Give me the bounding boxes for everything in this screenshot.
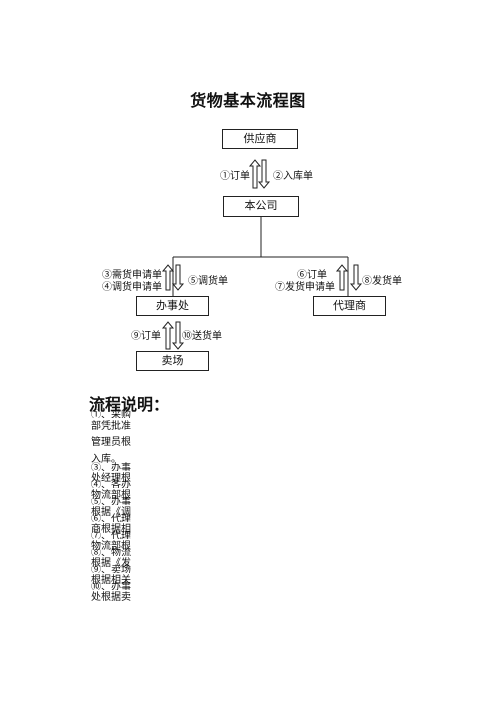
note-line: 部凭批准 (91, 421, 131, 432)
note-line: 处经理根 (91, 473, 131, 484)
edge-label-order-1: ①订单 (220, 171, 250, 182)
office-node: 办事处 (136, 296, 209, 316)
page-title: 货物基本流程图 (190, 91, 306, 110)
supplier-node: 供应商 (222, 129, 298, 149)
note-line: ⑧、物流 (91, 548, 131, 556)
note-line: 根据《发 (91, 558, 131, 569)
note-line: 入库。 (91, 454, 121, 465)
store-order-up-arrow (161, 321, 175, 350)
edge-label-order-6: ⑥订单 (297, 270, 327, 281)
edge-label-order-9: ⑨订单 (131, 331, 161, 342)
notes-heading: 流程说明： (89, 395, 170, 414)
note-line: ⑦、代理 (91, 531, 131, 539)
note-line: 物流部根 (91, 490, 131, 501)
note-line: ⑤、办事 (91, 497, 131, 505)
note-line: 根据《调 (91, 507, 131, 518)
edge-label-receipt-2: ②入库单 (273, 171, 313, 182)
edge-label-transfer-request-4: ④调货申请单 (102, 282, 162, 293)
note-line: 物流部根 (91, 541, 131, 552)
request-up-arrow (161, 264, 175, 291)
store-node: 卖场 (136, 351, 209, 371)
order-up-arrow (248, 159, 262, 189)
shipment-down-arrow (349, 264, 363, 291)
edge-label-delivery-10: ⑩送货单 (182, 331, 222, 342)
edge-label-shipment-request-7: ⑦发货申请单 (275, 282, 335, 293)
note-line: 处根据卖 (91, 592, 131, 603)
edge-label-transfer-5: ⑤调货单 (188, 276, 228, 287)
edge-label-shipment-8: ⑧发货单 (362, 276, 402, 287)
note-line: 管理员根 (91, 437, 131, 448)
note-line: ④、各办 (91, 480, 131, 488)
note-line: ③、办事 (91, 463, 131, 471)
transfer-down-arrow (171, 264, 185, 291)
note-line: 商根据相 (91, 524, 131, 535)
note-line: ⑩、办事 (91, 582, 131, 590)
note-line: ⑨、卖场 (91, 565, 131, 573)
receipt-down-arrow (257, 159, 271, 189)
delivery-down-arrow (171, 321, 185, 350)
company-node: 本公司 (223, 196, 299, 217)
agent-node: 代理商 (313, 296, 386, 316)
edge-label-demand-3: ③需货申请单 (102, 270, 162, 281)
note-line: 根据相关 (91, 575, 131, 586)
note-line: ①、采购 (91, 410, 131, 418)
agent-order-up-arrow (335, 264, 349, 291)
note-line: ⑥、代理 (91, 514, 131, 522)
